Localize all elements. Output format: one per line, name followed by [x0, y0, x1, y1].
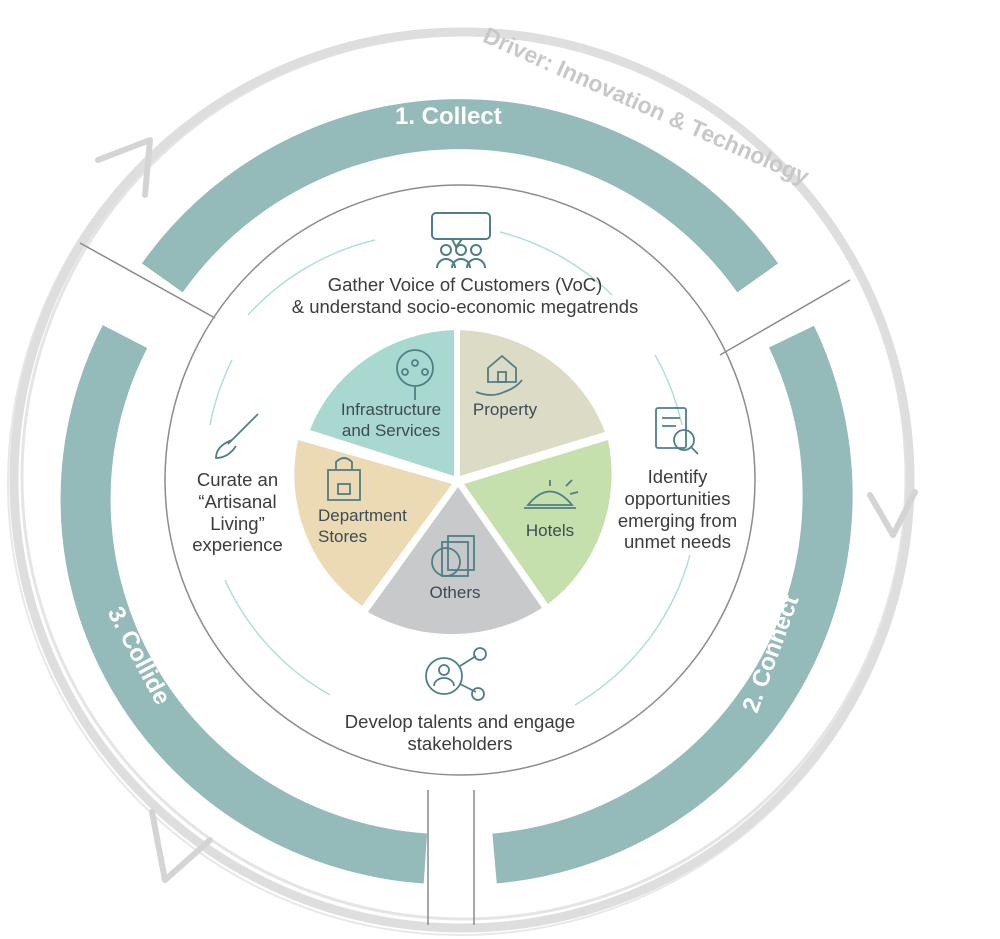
- hotel-bell-icon: [524, 479, 579, 509]
- arrowhead-top-left: [95, 137, 153, 198]
- paintbrush-icon: [215, 413, 259, 459]
- activity-develop: Develop talents and engage stakeholders: [305, 711, 615, 755]
- segment-property: [460, 330, 605, 476]
- segment-hotels-label: Hotels: [515, 521, 585, 542]
- stage-ring-collect: [141, 99, 779, 293]
- segment-infrastructure-label: Infrastructure and Services: [330, 400, 452, 441]
- tree-network-icon: [396, 349, 434, 400]
- segment-department-line-1: Department: [318, 506, 407, 525]
- voc-icon: [431, 212, 491, 269]
- separator-lines: [79, 242, 851, 925]
- segment-property-line-1: Property: [472, 400, 538, 419]
- report-search-icon: [655, 407, 699, 455]
- segment-hotels-line-1: Hotels: [525, 521, 575, 540]
- activity-identify: Identify opportunities emerging from unm…: [605, 466, 750, 553]
- stage-ring: [60, 99, 853, 884]
- stage-collect-label: 1. Collect: [395, 103, 502, 130]
- driver-ring: [7, 27, 915, 936]
- inner-thin-ring: [209, 231, 691, 706]
- activity-develop-line-1: Develop talents and engage: [344, 711, 576, 732]
- segment-property-label: Property: [460, 400, 550, 421]
- segment-pie: [294, 330, 612, 635]
- activity-curate-line-3: Living”: [210, 512, 265, 534]
- activity-curate-line-1: Curate an: [196, 469, 279, 490]
- activity-gather: Gather Voice of Customers (VoC) & unders…: [265, 274, 665, 318]
- stage-ring-connect: [492, 325, 853, 884]
- segment-department-label: Department Stores: [318, 506, 428, 547]
- activity-identify-line-1: Identify: [647, 466, 708, 487]
- driver-arrowheads: [95, 137, 918, 883]
- stage-ring-collide: [60, 325, 428, 884]
- segment-others-label: Others: [415, 583, 495, 604]
- arrowhead-right: [867, 489, 918, 538]
- segment-others: [368, 487, 542, 635]
- activity-identify-line-4: unmet needs: [624, 531, 731, 553]
- house-hand-icon: [475, 354, 523, 396]
- stack-cycle-icon: [431, 535, 475, 577]
- activity-identify-line-3: emerging from: [617, 509, 738, 531]
- segment-infrastructure-line-2: and Services: [341, 420, 441, 440]
- segment-infrastructure-line-1: Infrastructure: [340, 400, 442, 419]
- activity-curate-line-4: experience: [192, 534, 283, 556]
- inner-boundary-circle: [164, 184, 756, 776]
- activity-gather-line-1: Gather Voice of Customers (VoC): [327, 274, 603, 295]
- activity-identify-line-2: opportunities: [624, 487, 731, 509]
- activity-gather-line-2: & understand socio-economic megatrends: [291, 295, 639, 317]
- shopping-bag-icon: [327, 457, 361, 501]
- arrowhead-bottom-left: [149, 809, 213, 883]
- segment-department: [294, 440, 452, 606]
- activity-curate-line-2: “Artisanal: [198, 490, 277, 512]
- segment-infrastructure: [310, 330, 454, 476]
- activity-curate: Curate an “Artisanal Living” experience: [175, 469, 300, 556]
- segment-hotels: [464, 440, 612, 604]
- segment-others-line-1: Others: [429, 583, 481, 602]
- activity-develop-line-2: stakeholders: [407, 732, 513, 754]
- people-network-icon: [425, 647, 487, 701]
- segment-department-line-2: Stores: [318, 526, 368, 546]
